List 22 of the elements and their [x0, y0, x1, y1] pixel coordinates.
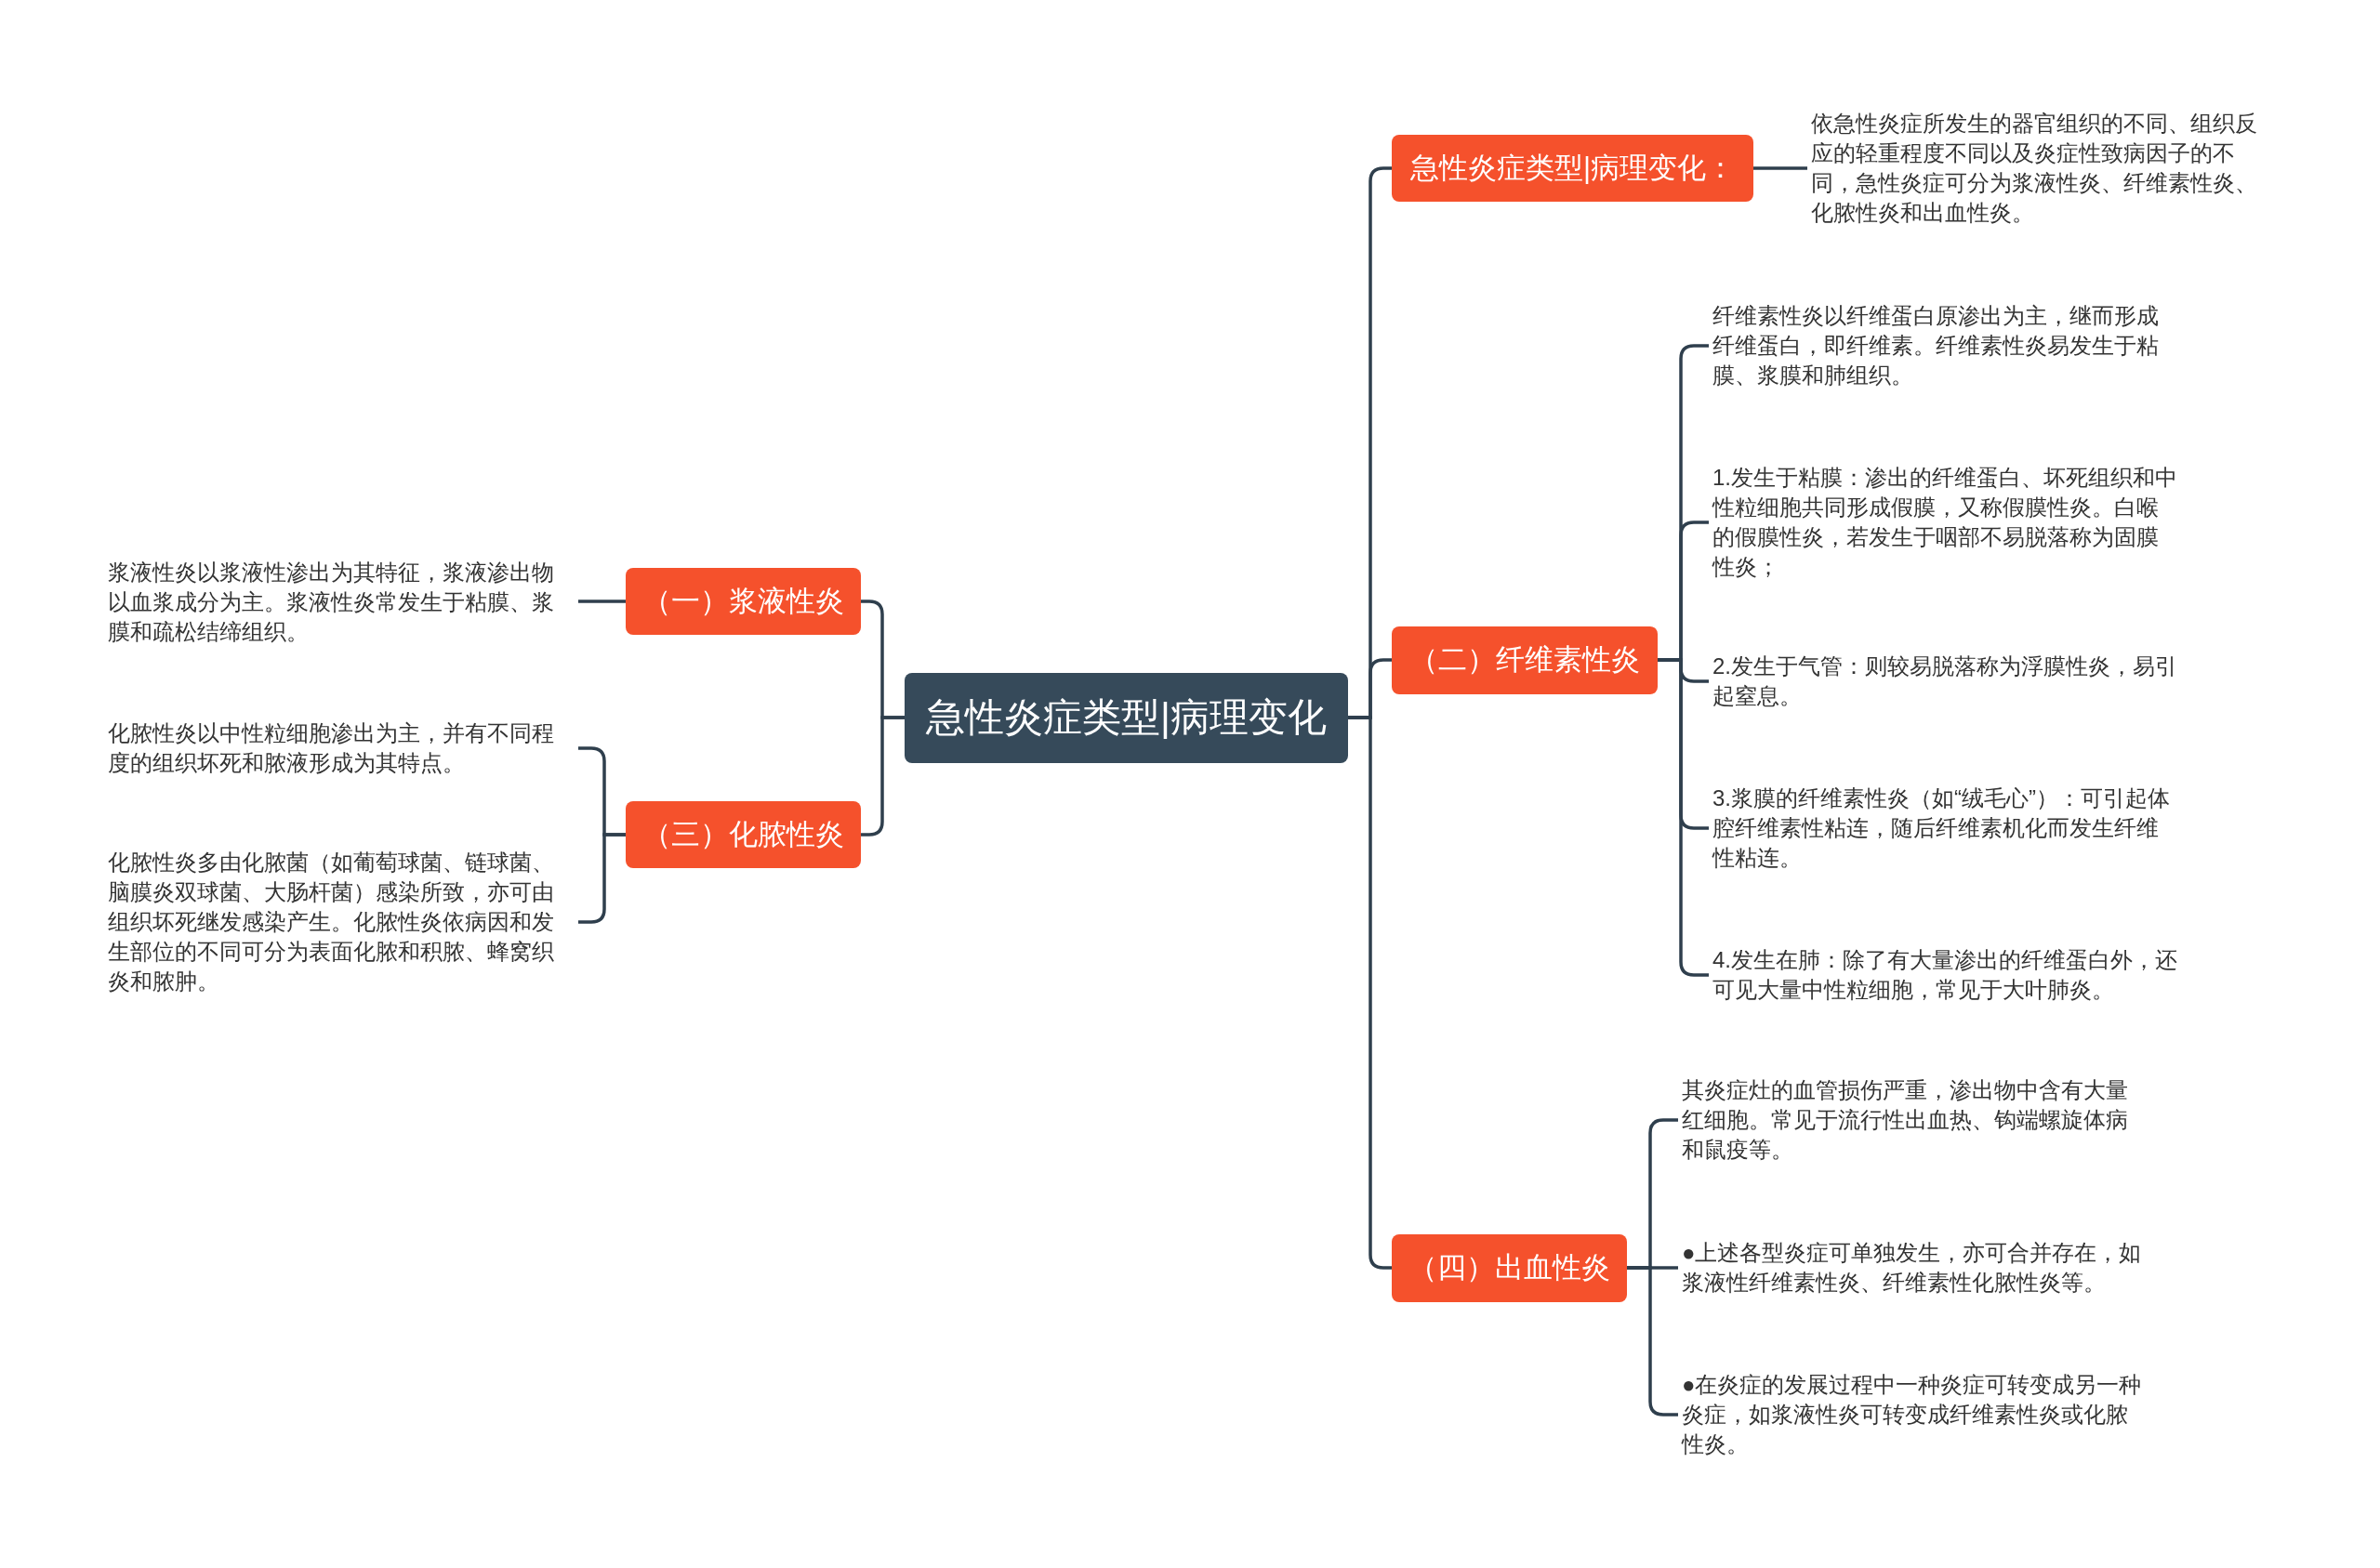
topic-box: （一）浆液性炎 [626, 568, 861, 635]
central-topic-box: 急性炎症类型|病理变化 [905, 672, 1348, 763]
note-text: 浆液性炎以浆液性渗出为其特征，浆液渗出物以血浆成分为主。浆液性炎常发生于粘膜、浆膜和疏松结缔组织。 [104, 558, 578, 647]
note-text: 化脓性炎以中性粒细胞渗出为主，并有不同程度的组织坏死和脓液形成为其特点。 [104, 718, 578, 778]
topic-box: 急性炎症类型|病理变化： [1392, 135, 1753, 202]
note-text: ●在炎症的发展过程中一种炎症可转变成另一种炎症，如浆液性炎可转变成纤维素性炎或化脓性炎。 [1678, 1370, 2152, 1459]
note-text: 2.发生于气管：则较易脱落称为浮膜性炎，易引起窒息。 [1709, 652, 2183, 711]
note-text: ●上述各型炎症可单独发生，亦可合并存在，如浆液性纤维素性炎、纤维素性化脓性炎等。 [1678, 1238, 2152, 1298]
connector-line [1753, 166, 1807, 170]
connector-line [861, 716, 905, 837]
connector-line [578, 600, 626, 603]
note-text: 化脓性炎多由化脓菌（如葡萄球菌、链球菌、脑膜炎双球菌、大肠杆菌）感染所致，亦可由组织坏死继发感染产生。化脓性炎依病因和发生部位的不同可分为表面化脓和积脓、蜂窝织炎和脓肿。 [104, 848, 578, 996]
note-text: 其炎症灶的血管损伤严重，渗出物中含有大量红细胞。常见于流行性出血热、钩端螺旋体病和鼠疫等。 [1678, 1075, 2152, 1165]
topic-box: （二）纤维素性炎 [1392, 626, 1658, 694]
note-text: 纤维素性炎以纤维蛋白原渗出为主，继而形成纤维蛋白，即纤维素。纤维素性炎易发生于粘膜、浆膜和肺组织。 [1709, 301, 2183, 390]
note-text: 1.发生于粘膜：渗出的纤维蛋白、坏死组织和中性粒细胞共同形成假膜，又称假膜性炎。白喉的假膜性炎，若发生于咽部不易脱落称为固膜性炎； [1709, 463, 2183, 582]
note-text: 4.发生在肺：除了有大量渗出的纤维蛋白外，还可见大量中性粒细胞，常见于大叶肺炎。 [1709, 945, 2183, 1005]
topic-box: （四）出血性炎 [1392, 1233, 1627, 1302]
note-text: 依急性炎症所发生的器官组织的不同、组织反应的轻重程度不同以及炎症性致病因子的不同，急性炎症可分为浆液性炎、纤维素性炎、化脓性炎和出血性炎。 [1807, 109, 2281, 228]
note-text: 3.浆膜的纤维素性炎（如“绒毛心”）：可引起体腔纤维素性粘连，随后纤维素机化而发生纤维性粘连。 [1709, 784, 2183, 873]
connector-line [1348, 716, 1392, 1270]
topic-box: （三）化脓性炎 [626, 801, 861, 868]
